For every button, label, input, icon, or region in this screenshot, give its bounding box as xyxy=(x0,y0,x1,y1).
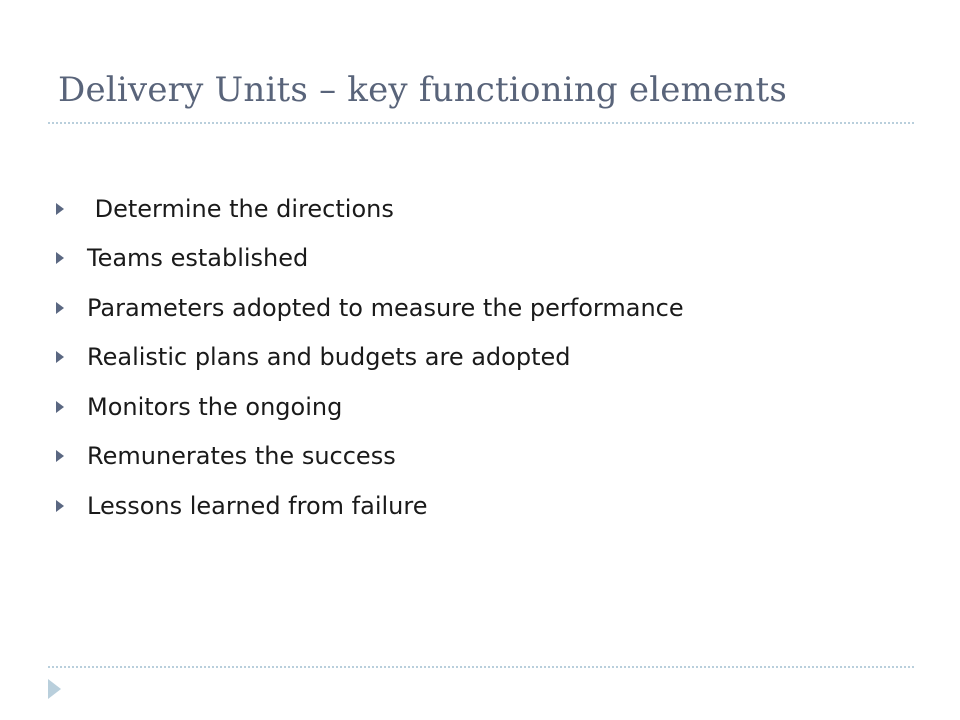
list-item: Remunerates the success xyxy=(56,432,684,482)
list-item: Lessons learned from failure xyxy=(56,481,684,531)
bullet-text: Realistic plans and budgets are adopted xyxy=(87,343,571,372)
footer-triangle-icon xyxy=(48,679,61,699)
triangle-right-icon xyxy=(56,351,64,364)
slide-title: Delivery Units – key functioning element… xyxy=(58,70,787,110)
bullet-list: Determine the directions Teams establish… xyxy=(56,184,684,531)
bullet-text: Remunerates the success xyxy=(87,442,396,471)
bullet-text: Lessons learned from failure xyxy=(87,491,428,520)
bullet-text: Monitors the ongoing xyxy=(87,392,343,421)
list-item: Teams established xyxy=(56,234,684,284)
footer-divider xyxy=(48,666,914,668)
bullet-text: Determine the directions xyxy=(87,194,394,223)
triangle-right-icon xyxy=(56,499,64,512)
bullet-text: Parameters adopted to measure the perfor… xyxy=(87,293,684,322)
triangle-right-icon xyxy=(56,400,64,413)
triangle-right-icon xyxy=(56,450,64,463)
list-item: Monitors the ongoing xyxy=(56,382,684,432)
list-item: Parameters adopted to measure the perfor… xyxy=(56,283,684,333)
triangle-right-icon xyxy=(56,252,64,265)
title-divider xyxy=(48,122,914,124)
list-item: Determine the directions xyxy=(56,184,684,234)
list-item: Realistic plans and budgets are adopted xyxy=(56,333,684,383)
triangle-right-icon xyxy=(56,202,64,215)
bullet-text: Teams established xyxy=(87,244,309,273)
triangle-right-icon xyxy=(56,301,64,314)
